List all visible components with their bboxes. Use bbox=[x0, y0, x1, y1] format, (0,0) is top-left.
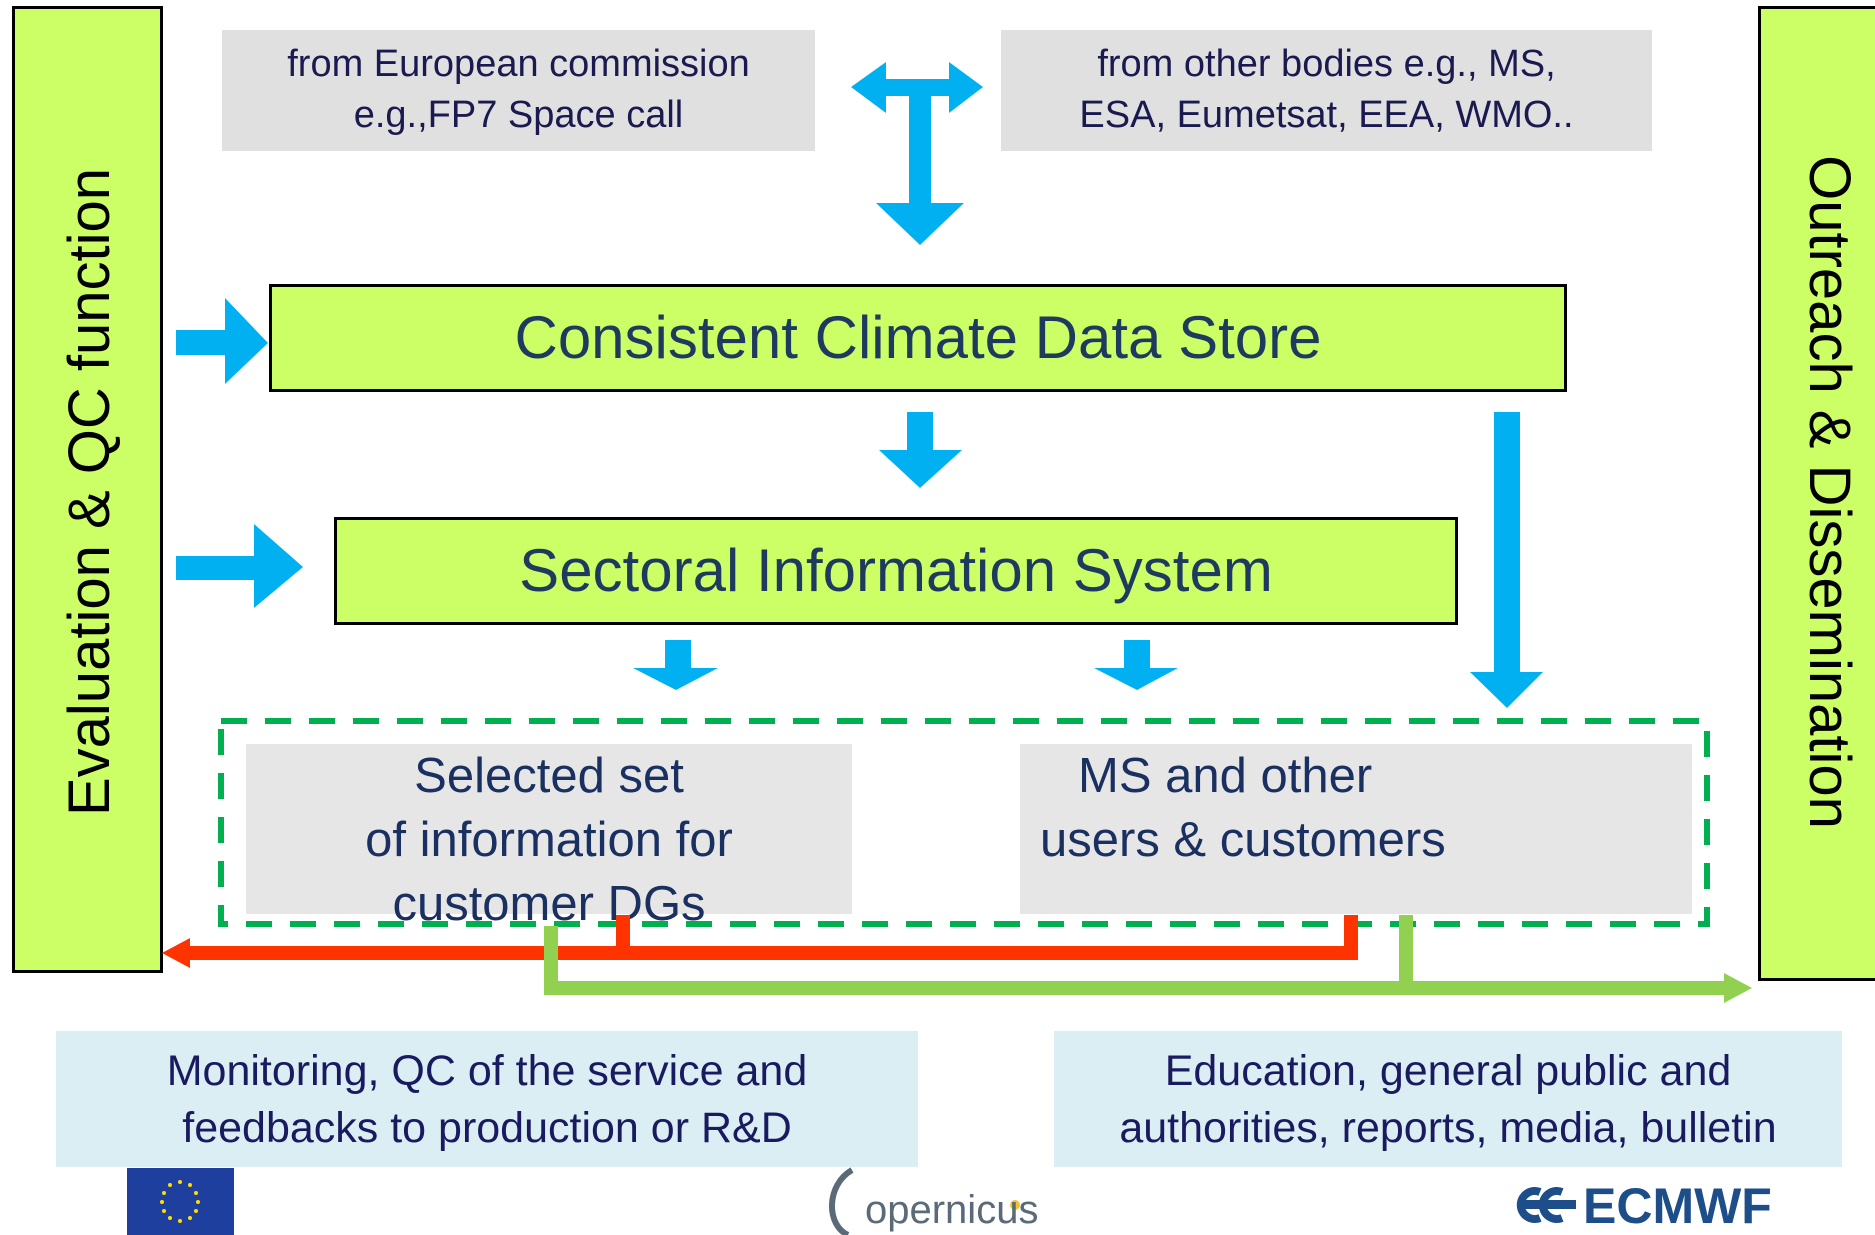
output-group-dashed-border bbox=[218, 718, 1710, 927]
evaluation-qc-bar: Evaluation & QC function bbox=[12, 6, 163, 973]
arrow-sectoral-left-head bbox=[633, 668, 718, 690]
arrow-down-to-store bbox=[876, 203, 964, 245]
arrow-sectoral-right-stem bbox=[1124, 640, 1150, 668]
source-ec-line: from European commission bbox=[287, 43, 750, 85]
outreach-line-green bbox=[544, 926, 1730, 995]
ms-users-line: MS and other bbox=[1078, 749, 1373, 803]
climate-store-label: Consistent Climate Data Store bbox=[514, 304, 1322, 371]
source-ec-line: e.g.,FP7 Space call bbox=[353, 94, 684, 136]
ecmwf-logo-text: ECMWF bbox=[1583, 1178, 1772, 1234]
monitoring-line: Monitoring, QC of the service and bbox=[166, 1047, 808, 1095]
arrow-store-to-sectoral-stem bbox=[907, 412, 933, 450]
ecmwf-logo: ECMWF bbox=[1583, 1180, 1772, 1232]
copernicus-swoosh bbox=[829, 1167, 854, 1235]
arrow-right-to-sectoral bbox=[176, 524, 303, 608]
education-line: Education, general public and bbox=[1164, 1047, 1732, 1095]
arrow-store-to-users-stem bbox=[1494, 412, 1520, 672]
double-arrow-horizontal bbox=[851, 62, 983, 113]
eu-flag-logo bbox=[127, 1168, 234, 1235]
monitoring-box: Monitoring, QC of the service and feedba… bbox=[56, 1031, 918, 1167]
selected-set-box: Selected set of information for customer… bbox=[246, 744, 852, 931]
t-stem bbox=[909, 96, 931, 206]
arrow-store-to-sectoral-head bbox=[879, 450, 962, 488]
feedback-arrow-head bbox=[162, 938, 190, 968]
copernicus-logo: opernicus bbox=[865, 1186, 1038, 1235]
arrow-sectoral-left-stem bbox=[665, 640, 691, 668]
arrow-right-to-store bbox=[176, 298, 268, 384]
monitoring-line: feedbacks to production or R&D bbox=[182, 1104, 792, 1152]
sectoral-information-system: Sectoral Information System bbox=[334, 517, 1458, 625]
ms-users-line: users & customers bbox=[1040, 813, 1446, 867]
education-box: Education, general public and authoritie… bbox=[1054, 1031, 1842, 1167]
copernicus-logo-text: opernicus bbox=[865, 1188, 1039, 1232]
source-european-commission: from European commission e.g.,FP7 Space … bbox=[222, 30, 815, 151]
education-line: authorities, reports, media, bulletin bbox=[1119, 1104, 1777, 1152]
outreach-arrow-head bbox=[1724, 973, 1752, 1003]
selected-set-line: Selected set bbox=[414, 749, 684, 803]
sectoral-label: Sectoral Information System bbox=[519, 537, 1273, 604]
arrow-store-to-users-head bbox=[1470, 672, 1543, 708]
source-other-bodies: from other bodies e.g., MS, ESA, Eumetsa… bbox=[1001, 30, 1652, 151]
selected-set-line: of information for bbox=[365, 813, 733, 867]
source-other-line: from other bodies e.g., MS, bbox=[1097, 43, 1556, 85]
arrow-sectoral-right-head bbox=[1094, 668, 1178, 690]
eu-flag-stars bbox=[160, 1180, 200, 1223]
source-other-line: ESA, Eumetsat, EEA, WMO.. bbox=[1079, 94, 1574, 136]
consistent-climate-data-store: Consistent Climate Data Store bbox=[269, 284, 1567, 392]
ms-users-box: MS and other users & customers bbox=[1020, 744, 1692, 914]
feedback-line-red bbox=[184, 915, 1358, 960]
copernicus-dot bbox=[1010, 1200, 1020, 1210]
outreach-dissemination-bar: Outreach & Dissemination bbox=[1758, 6, 1875, 981]
